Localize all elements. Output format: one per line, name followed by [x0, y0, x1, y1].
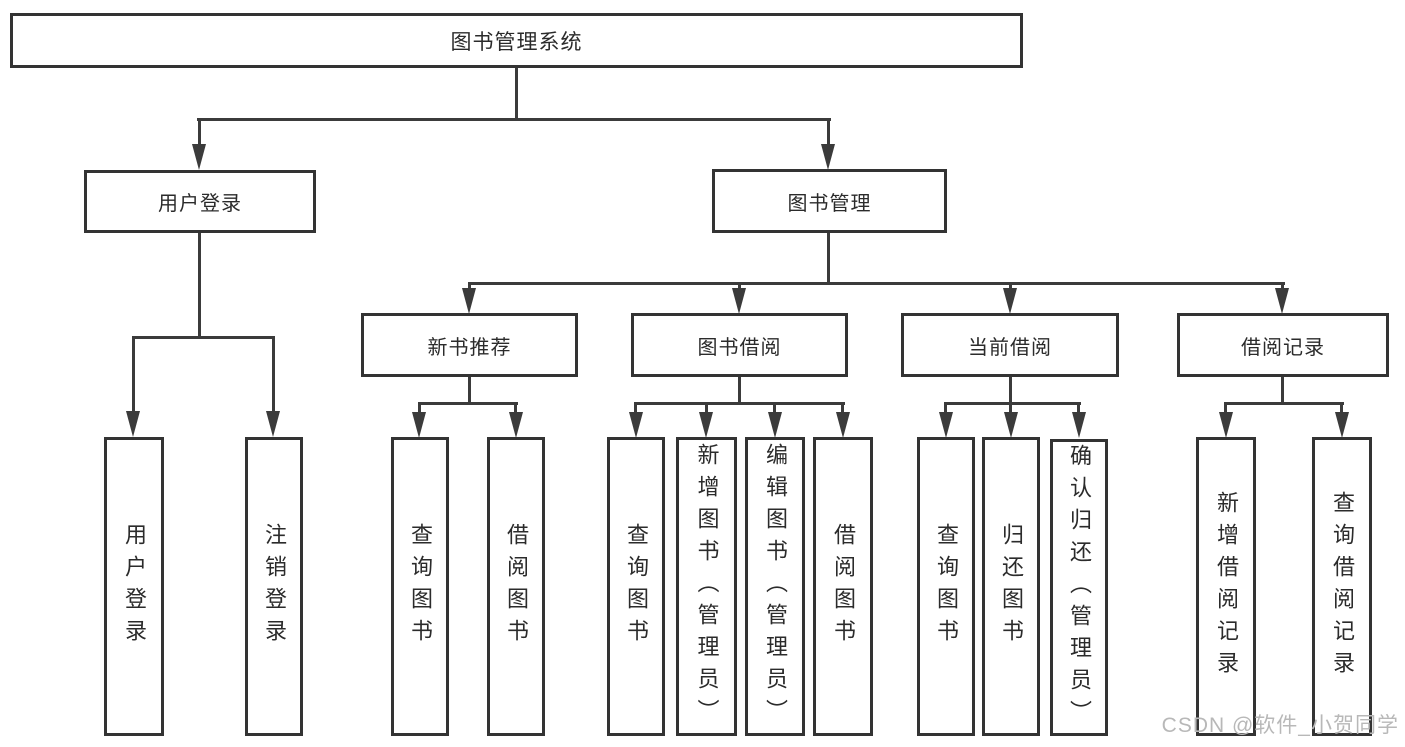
- leaf-nb-borrow-books: 借阅图书: [487, 437, 545, 736]
- connector-line: [418, 402, 421, 413]
- node-label: 图书管理系统: [450, 30, 583, 54]
- leaf-label: 注销登录: [262, 522, 287, 651]
- arrowhead-icon: [126, 411, 140, 437]
- leaf-br-query-record: 查询借阅记录: [1312, 437, 1372, 736]
- leaf-br-add-record: 新增借阅记录: [1196, 437, 1256, 736]
- connector-line: [418, 402, 518, 405]
- leaf-label: 借阅图书: [831, 522, 856, 651]
- connector-line: [1340, 402, 1343, 413]
- node-label: 借阅记录: [1241, 336, 1325, 359]
- connector-line: [1009, 402, 1012, 413]
- connector-line: [841, 402, 844, 413]
- leaf-bb-query-books: 查询图书: [607, 437, 665, 736]
- arrowhead-icon: [1072, 412, 1086, 438]
- leaf-nb-query-books: 查询图书: [391, 437, 449, 736]
- node-library-management-system: 图书管理系统: [10, 13, 1023, 68]
- connector-line: [132, 336, 275, 339]
- leaf-user-login: 用户登录: [104, 437, 164, 736]
- connector-line: [827, 233, 830, 285]
- leaf-bb-add-books-admin: 新增图书（管理员）: [676, 437, 737, 736]
- leaf-label: 新增借阅记录: [1214, 490, 1239, 683]
- node-book-management: 图书管理: [712, 169, 947, 233]
- leaf-label: 查询图书: [934, 522, 959, 651]
- node-label: 图书管理: [787, 192, 872, 215]
- leaf-logout: 注销登录: [245, 437, 303, 736]
- arrowhead-icon: [509, 412, 523, 438]
- connector-line: [634, 402, 637, 413]
- connector-line: [468, 377, 471, 405]
- arrowhead-icon: [1003, 288, 1017, 314]
- leaf-cb-query-books: 查询图书: [917, 437, 975, 736]
- arrowhead-icon: [939, 412, 953, 438]
- leaf-label: 借阅图书: [504, 522, 529, 651]
- leaf-label: 编辑图书（管理员）: [763, 442, 788, 731]
- arrowhead-icon: [1335, 412, 1349, 438]
- connector-line: [132, 336, 135, 413]
- connector-line: [272, 336, 275, 413]
- connector-line: [468, 282, 1285, 285]
- connector-line: [197, 118, 831, 121]
- node-book-borrowing: 图书借阅: [631, 313, 848, 377]
- node-current-borrowing: 当前借阅: [901, 313, 1119, 377]
- connector-line: [773, 402, 776, 413]
- arrowhead-icon: [192, 144, 206, 170]
- arrowhead-icon: [768, 412, 782, 438]
- connector-line: [1077, 402, 1080, 413]
- connector-line: [1281, 377, 1284, 405]
- arrowhead-icon: [1275, 288, 1289, 314]
- connector-line: [827, 118, 830, 145]
- leaf-label: 查询图书: [624, 522, 649, 651]
- connector-line: [634, 402, 845, 405]
- arrowhead-icon: [1219, 412, 1233, 438]
- node-label: 用户登录: [158, 193, 242, 215]
- arrowhead-icon: [462, 288, 476, 314]
- leaf-label: 确认归还（管理员）: [1067, 443, 1092, 732]
- arrowhead-icon: [836, 412, 850, 438]
- connector-line: [944, 402, 1081, 405]
- leaf-cb-confirm-return-admin: 确认归还（管理员）: [1050, 439, 1108, 736]
- connector-line: [1224, 402, 1344, 405]
- connector-line: [514, 402, 517, 413]
- node-user-login: 用户登录: [84, 170, 316, 233]
- leaf-label: 用户登录: [122, 522, 147, 651]
- node-label: 图书借阅: [697, 336, 782, 359]
- arrowhead-icon: [821, 144, 835, 170]
- arrowhead-icon: [266, 411, 280, 437]
- arrowhead-icon: [629, 412, 643, 438]
- leaf-bb-edit-books-admin: 编辑图书（管理员）: [745, 437, 805, 736]
- arrowhead-icon: [732, 288, 746, 314]
- connector-line: [1009, 282, 1012, 292]
- node-label: 新书推荐: [427, 336, 512, 359]
- connector-line: [1009, 377, 1012, 405]
- arrowhead-icon: [1004, 412, 1018, 438]
- arrowhead-icon: [412, 412, 426, 438]
- connector-line: [198, 118, 201, 145]
- connector-line: [738, 377, 741, 405]
- leaf-label: 查询图书: [408, 522, 433, 651]
- connector-line: [1281, 282, 1284, 292]
- connector-line: [468, 282, 471, 292]
- connector-line: [198, 233, 201, 338]
- leaf-label: 新增图书（管理员）: [694, 442, 720, 731]
- node-borrowing-records: 借阅记录: [1177, 313, 1389, 377]
- leaf-bb-borrow-books: 借阅图书: [813, 437, 873, 736]
- connector-line: [944, 402, 947, 413]
- csdn-watermark: CSDN @软件_小贺同学: [1161, 714, 1399, 737]
- leaf-cb-return-books: 归还图书: [982, 437, 1040, 736]
- arrowhead-icon: [699, 412, 713, 438]
- node-label: 当前借阅: [968, 336, 1052, 359]
- connector-line: [515, 68, 518, 118]
- node-new-book-recommend: 新书推荐: [361, 313, 578, 377]
- connector-line: [705, 402, 708, 413]
- leaf-label: 归还图书: [999, 522, 1024, 651]
- connector-line: [1224, 402, 1227, 413]
- leaf-label: 查询借阅记录: [1330, 490, 1355, 683]
- connector-line: [738, 282, 741, 292]
